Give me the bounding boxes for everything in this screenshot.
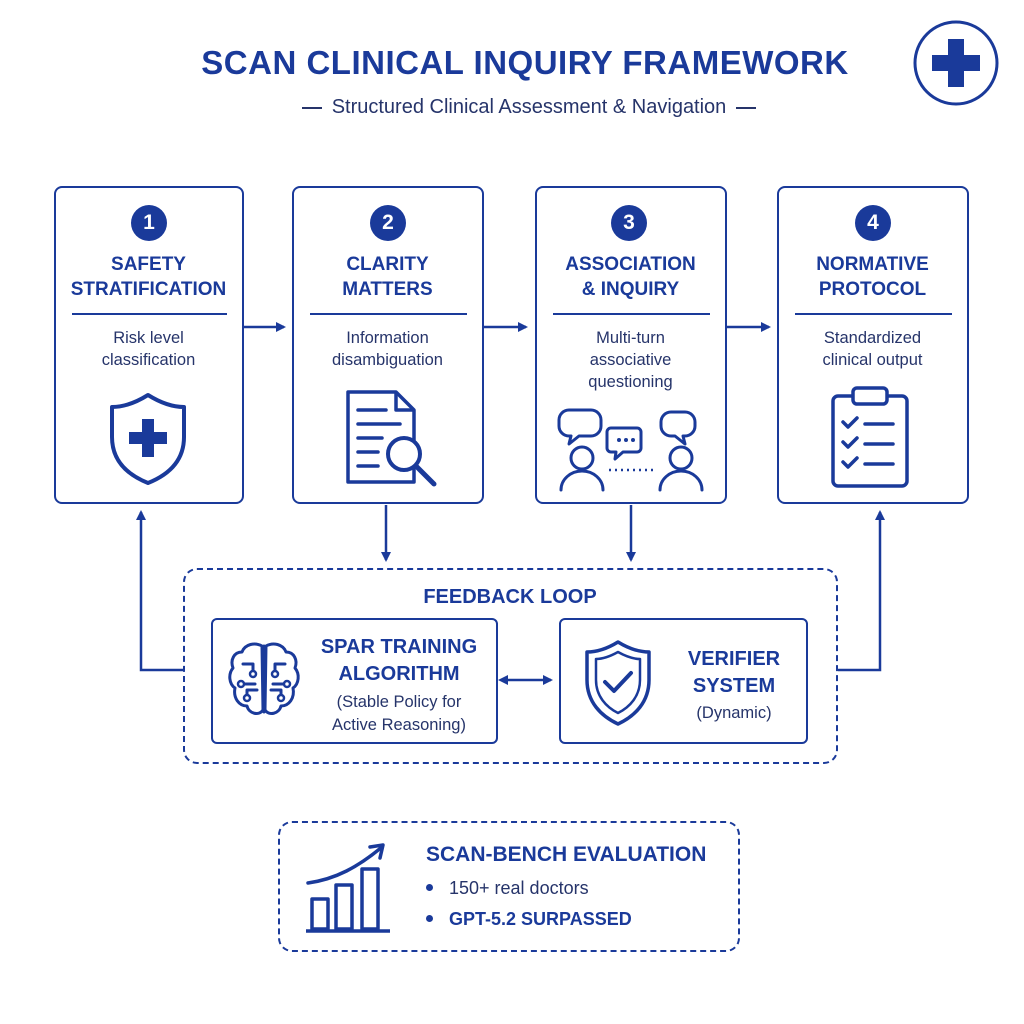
shield-check-icon — [585, 640, 651, 726]
arrow-loop-to-step4 — [838, 510, 885, 672]
verifier-system-box: VERIFIER SYSTEM (Dynamic) — [559, 618, 808, 744]
scan-bench-box: SCAN-BENCH EVALUATION 150+ real doctors … — [278, 821, 740, 952]
verifier-title: VERIFIER SYSTEM — [687, 648, 781, 697]
step-1-title: SAFETY STRATIFICATION — [70, 254, 227, 300]
step-2-title: CLARITY MATTERS — [342, 254, 433, 300]
step-2-number: 2 — [370, 205, 406, 241]
subtitle-dash-right — [736, 106, 757, 109]
medical-cross-logo-icon — [913, 20, 999, 106]
step-2-description: Information disambiguation — [332, 329, 443, 369]
verifier-description: (Dynamic) — [696, 704, 772, 722]
step-4-divider — [795, 313, 952, 315]
spar-training-box: SPAR TRAINING ALGORITHM (Stable Policy f… — [211, 618, 498, 744]
brain-circuit-icon — [228, 642, 300, 715]
bench-title: SCAN-BENCH EVALUATION — [426, 843, 707, 866]
step-3-title: ASSOCIATION & INQUIRY — [565, 254, 696, 300]
step-4-title: NORMATIVE PROTOCOL — [816, 254, 929, 300]
step-2-divider — [310, 313, 467, 315]
shield-plus-icon — [110, 393, 186, 485]
bar-chart-trend-icon — [306, 843, 390, 933]
step-3-divider — [553, 313, 710, 315]
step-4-description: Standardized clinical output — [822, 329, 923, 369]
page-title: SCAN CLINICAL INQUIRY FRAMEWORK — [201, 44, 849, 81]
step-1-number: 1 — [131, 205, 167, 241]
subtitle-dash-left — [301, 106, 322, 109]
bench-bullet-1: 150+ real doctors — [426, 878, 589, 899]
step-4-number: 4 — [855, 205, 891, 241]
conversation-icon — [557, 408, 704, 492]
page-subtitle: Structured Clinical Assessment & Navigat… — [0, 96, 1024, 119]
step-1-card: 1 SAFETY STRATIFICATION Risk level class… — [54, 186, 244, 504]
spar-title: SPAR TRAINING ALGORITHM — [320, 636, 478, 685]
step-4-card: 4 NORMATIVE PROTOCOL Standardized clinic… — [777, 186, 969, 504]
step-1-divider — [72, 313, 227, 315]
bullet-dot — [426, 915, 433, 923]
subtitle-text: Structured Clinical Assessment & Navigat… — [331, 96, 727, 118]
step-2-card: 2 CLARITY MATTERS Information disambigua… — [292, 186, 484, 504]
step-1-description: Risk level classification — [101, 329, 196, 369]
clipboard-checklist-icon — [831, 386, 909, 488]
step-3-card: 3 ASSOCIATION & INQUIRY Multi-turn assoc… — [535, 186, 727, 504]
bench-bullet-2: GPT-5.2 SURPASSED — [426, 909, 632, 930]
step-3-description: Multi-turn associative questioning — [588, 329, 673, 391]
document-search-icon — [346, 390, 437, 487]
bench-bullet-1-text: 150+ real doctors — [449, 878, 589, 898]
feedback-loop-label: FEEDBACK LOOP — [423, 586, 597, 608]
spar-description: (Stable Policy for Active Reasoning) — [332, 693, 466, 734]
step-3-number: 3 — [611, 205, 647, 241]
feedback-loop-container: FEEDBACK LOOP — [183, 568, 838, 764]
bench-bullet-2-text: GPT-5.2 SURPASSED — [449, 909, 632, 929]
arrow-loop-to-step1 — [136, 510, 183, 672]
bullet-dot — [426, 884, 433, 892]
